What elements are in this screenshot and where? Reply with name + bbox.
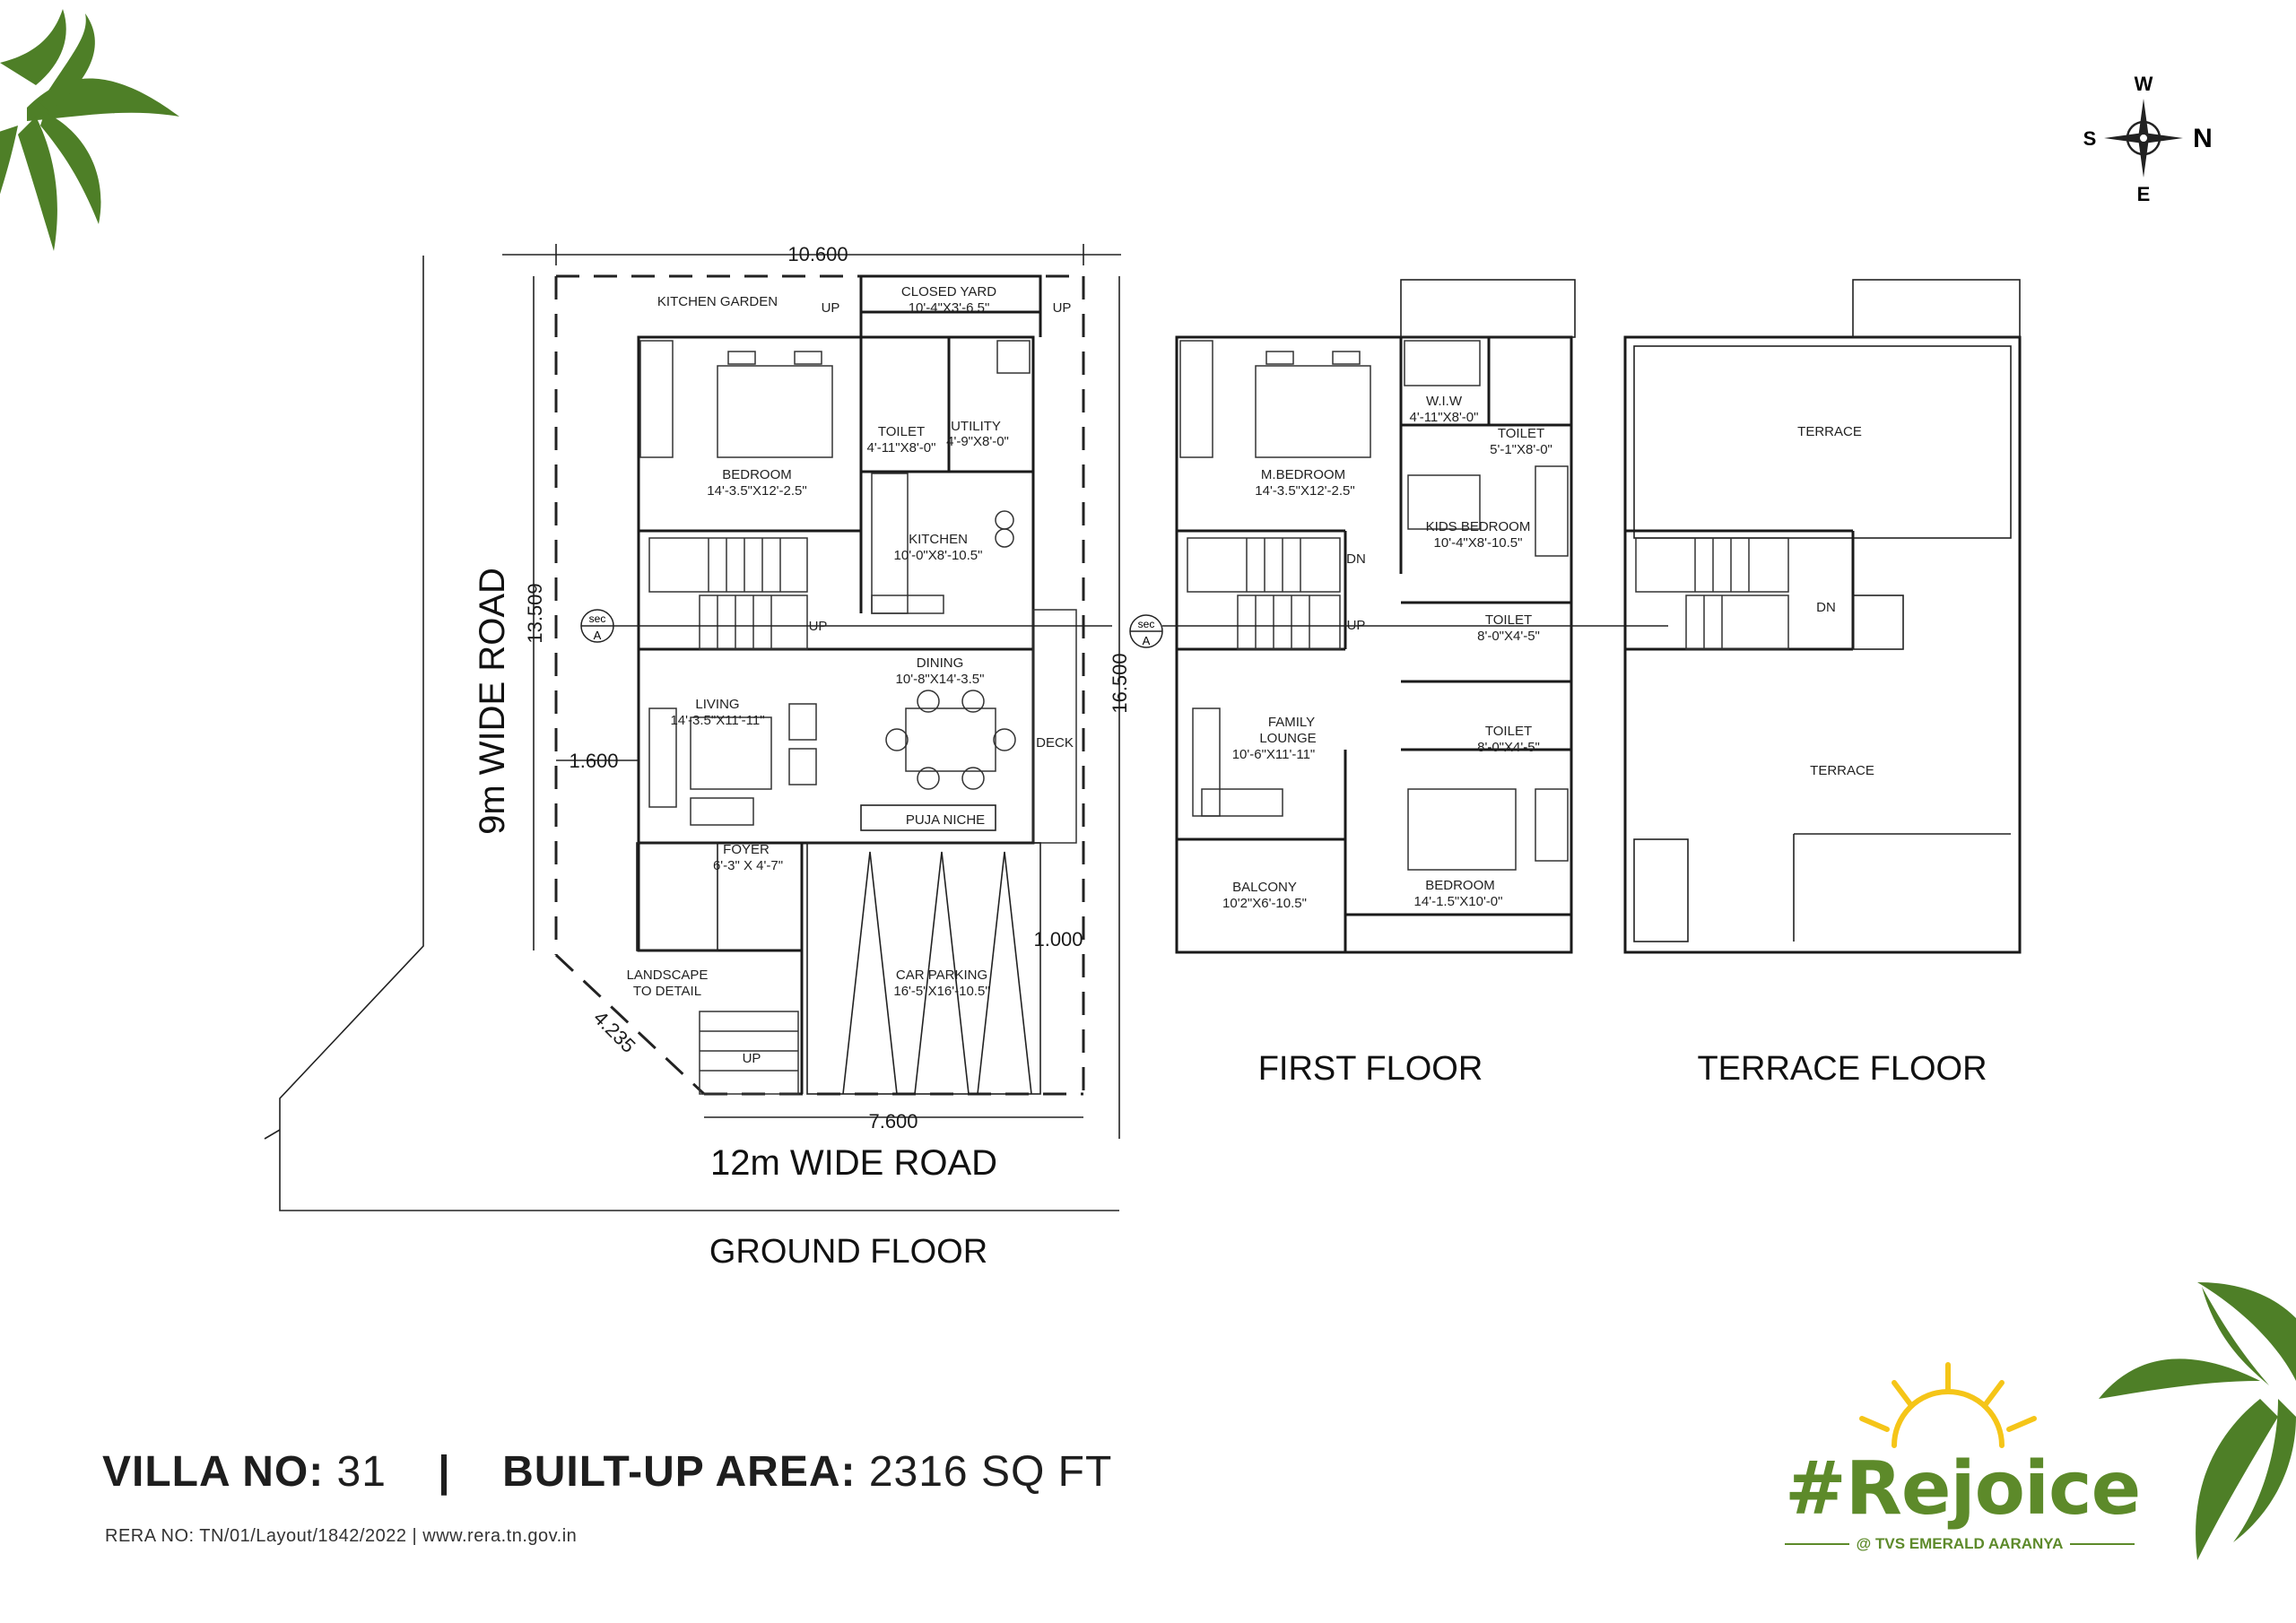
svg-text:4'-11"X8'-0": 4'-11"X8'-0" [1410,410,1479,425]
dim-right: 16.500 [1109,653,1131,713]
svg-text:KITCHEN GARDEN: KITCHEN GARDEN [657,294,778,309]
svg-text:10'-4"X8'-10.5": 10'-4"X8'-10.5" [1434,535,1523,551]
divider [2070,1543,2135,1545]
road-left: 9m WIDE ROAD [473,568,512,835]
svg-text:UP: UP [822,300,840,316]
svg-text:10'-6"X11'-11": 10'-6"X11'-11" [1232,747,1316,762]
svg-text:4'-11"X8'-0": 4'-11"X8'-0" [867,440,936,456]
svg-text:A: A [1143,634,1151,647]
compass-rose-icon: W E S N [2083,73,2213,205]
svg-text:UTILITY: UTILITY [951,419,1001,434]
svg-text:A: A [594,629,602,642]
svg-text:UP: UP [1053,300,1072,316]
dim-setback-left: 1.600 [569,750,618,772]
svg-text:14'-3.5"X12'-2.5": 14'-3.5"X12'-2.5" [707,483,806,499]
brand-tagline-row: @ TVS EMERALD AARANYA [1785,1535,2135,1553]
svg-text:DINING: DINING [917,655,964,671]
dim-left: 13.509 [524,583,546,643]
palm-leaf-bottom-right-icon [2099,1282,2296,1560]
svg-text:14'-1.5"X10'-0": 14'-1.5"X10'-0" [1414,894,1503,909]
svg-text:DN: DN [1346,551,1366,567]
svg-text:14'-3.5"X11'-11": 14'-3.5"X11'-11" [670,713,764,728]
dim-corner: 4.235 [589,1006,640,1057]
separator: | [438,1448,451,1496]
svg-text:5'-1"X8'-0": 5'-1"X8'-0" [1490,442,1552,457]
dim-bottom: 7.600 [868,1110,918,1133]
svg-text:KIDS BEDROOM: KIDS BEDROOM [1426,519,1531,534]
road-bottom: 12m WIDE ROAD [710,1143,997,1183]
brand-name: #Rejoice [1785,1446,2141,1532]
svg-text:TOILET: TOILET [1485,612,1532,628]
svg-text:6'-3" X 4'-7": 6'-3" X 4'-7" [713,858,783,873]
first-floor-title: FIRST FLOOR [1258,1050,1483,1088]
svg-text:10'-4"X3'-6.5": 10'-4"X3'-6.5" [909,300,990,316]
svg-text:KITCHEN: KITCHEN [909,532,968,547]
dim-top: 10.600 [787,243,848,265]
terrace-floor-title: TERRACE FLOOR [1697,1050,1987,1088]
svg-text:10'2"X6'-10.5": 10'2"X6'-10.5" [1222,896,1307,911]
svg-text:TO DETAIL: TO DETAIL [633,984,701,999]
svg-text:4'-9"X8'-0": 4'-9"X8'-0" [946,434,1009,449]
brand-logo: #Rejoice @ TVS EMERALD AARANYA [1785,1446,2141,1553]
ground-floor-title: GROUND FLOOR [709,1233,987,1271]
svg-text:PUJA NICHE: PUJA NICHE [906,812,985,828]
svg-text:10'-0"X8'-10.5": 10'-0"X8'-10.5" [894,548,983,563]
compass-e: E [2137,183,2151,205]
svg-text:UP: UP [1347,618,1366,633]
villa-label: VILLA NO: [102,1448,325,1496]
svg-text:BALCONY: BALCONY [1232,880,1297,895]
section-marker-a-first: sec A [1129,614,1668,648]
svg-text:TOILET: TOILET [878,424,925,439]
compass-n: N [2193,124,2213,153]
palm-leaf-top-left-icon [0,9,179,251]
svg-text:LIVING: LIVING [695,697,739,712]
svg-text:TERRACE: TERRACE [1797,424,1862,439]
divider [1785,1543,1849,1545]
svg-text:M.BEDROOM: M.BEDROOM [1261,467,1345,482]
svg-text:CAR PARKING: CAR PARKING [896,968,987,983]
svg-text:CLOSED YARD: CLOSED YARD [901,284,996,299]
svg-text:8'-0"X4'-5": 8'-0"X4'-5" [1477,629,1540,644]
brand-tagline: @ TVS EMERALD AARANYA [1856,1535,2064,1552]
svg-text:LOUNGE: LOUNGE [1259,731,1316,746]
compass-s: S [2083,127,2097,150]
svg-text:14'-3.5"X12'-2.5": 14'-3.5"X12'-2.5" [1255,483,1354,499]
svg-text:TOILET: TOILET [1498,426,1544,441]
villa-value: 31 [336,1448,387,1496]
dim-setback-right: 1.000 [1033,928,1083,950]
svg-text:UP: UP [743,1051,761,1066]
first-floor-plan: sec A M.BEDROOM 14'-3.5"X12'-2.5" W.I.W … [1129,279,1668,1088]
ground-floor-plan: 10.600 13.509 16.500 1.600 1.000 7.600 4… [264,243,1131,1271]
svg-text:BEDROOM: BEDROOM [722,467,792,482]
svg-text:W.I.W: W.I.W [1426,394,1463,409]
svg-text:sec: sec [589,612,606,625]
svg-text:TOILET: TOILET [1485,724,1532,739]
svg-text:DECK: DECK [1036,735,1074,751]
svg-text:8'-0"X4'-5": 8'-0"X4'-5" [1477,740,1540,755]
svg-text:LANDSCAPE: LANDSCAPE [627,968,709,983]
svg-text:sec: sec [1138,618,1155,630]
villa-summary: VILLA NO: 31 | BUILT-UP AREA: 2316 SQ FT [102,1447,1112,1497]
svg-text:FAMILY: FAMILY [1268,715,1315,730]
svg-text:BEDROOM: BEDROOM [1425,878,1495,893]
svg-text:10'-8"X14'-3.5": 10'-8"X14'-3.5" [896,672,985,687]
svg-text:UP: UP [809,619,828,634]
svg-text:FOYER: FOYER [723,842,770,857]
compass-w: W [2135,73,2153,95]
section-marker-a: sec A [580,609,1112,643]
svg-text:DN: DN [1816,600,1836,615]
area-value: 2316 SQ FT [868,1448,1113,1496]
svg-text:16'-5"X16'-10.5": 16'-5"X16'-10.5" [893,984,989,999]
rera-number: RERA NO: TN/01/Layout/1842/2022 | www.re… [105,1526,578,1546]
sun-icon [1859,1362,2037,1448]
terrace-floor-plan: TERRACE TERRACE DN TERRACE FLOOR [1623,279,2022,1088]
area-label: BUILT-UP AREA: [502,1448,857,1496]
svg-text:TERRACE: TERRACE [1810,763,1874,778]
